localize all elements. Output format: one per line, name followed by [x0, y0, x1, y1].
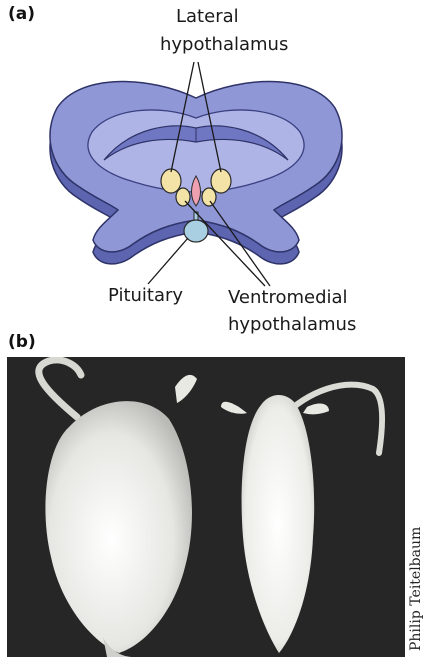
- ventromedial-label-line2: hypothalamus: [228, 314, 356, 336]
- ventromedial-hypothalamus-right: [202, 188, 216, 206]
- lateral-hypothalamus-right: [211, 169, 231, 193]
- lateral-hypothalamus-left: [161, 169, 181, 193]
- ventromedial-label-line1: Ventromedial: [228, 287, 348, 309]
- photo-credit: Philip Teitelbaum: [408, 527, 424, 651]
- pituitary-label: Pituitary: [108, 285, 183, 307]
- lateral-label-line1: Lateral: [176, 6, 239, 28]
- leader-pituitary: [148, 238, 188, 284]
- rats-photo: [7, 357, 405, 657]
- panel-b-label: (b): [8, 332, 36, 352]
- lateral-label-line2: hypothalamus: [160, 34, 288, 56]
